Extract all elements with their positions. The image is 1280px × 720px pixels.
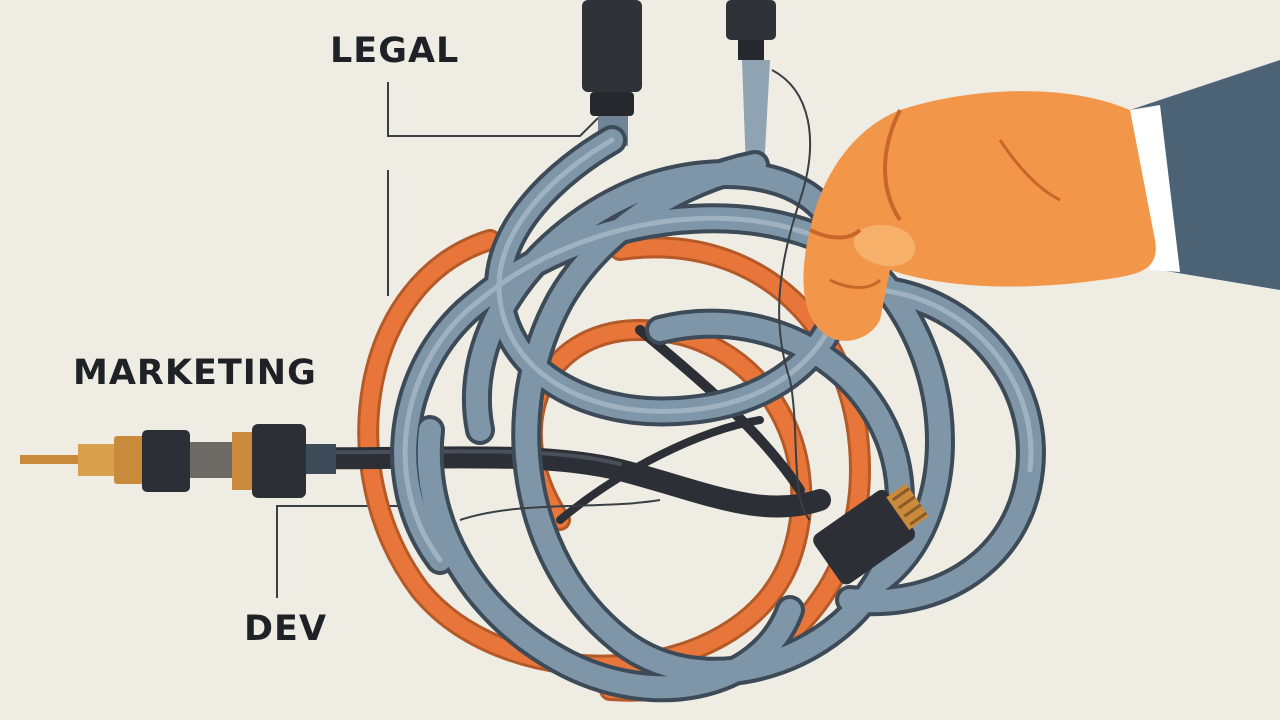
coax-connector-icon — [20, 424, 336, 498]
thin-wires — [459, 69, 811, 521]
dev-label: DEV — [244, 609, 328, 649]
blue-cables — [390, 125, 1046, 703]
hand-icon — [803, 60, 1280, 341]
legal-leader-line — [387, 82, 599, 137]
top-connector-right — [726, 0, 776, 170]
marketing-label: MARKETING — [73, 353, 317, 393]
dev-leader-line — [276, 505, 410, 598]
leader-lines — [276, 82, 599, 598]
legal-label: LEGAL — [330, 31, 460, 71]
rj45-plug-icon — [813, 483, 929, 585]
